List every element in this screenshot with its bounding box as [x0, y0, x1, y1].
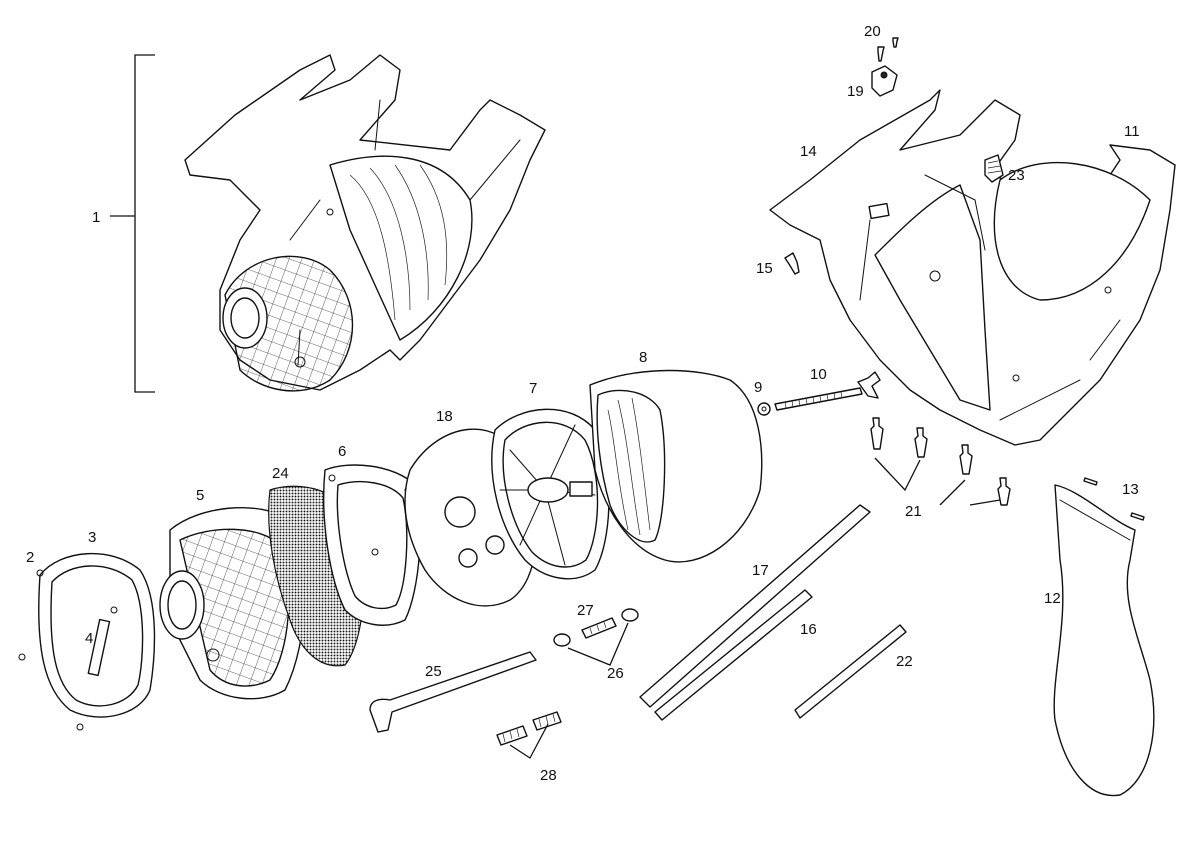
callout-13: 13 — [1122, 481, 1139, 498]
assembly-1-airbox-complete — [110, 54, 546, 393]
callout-1: 1 — [92, 209, 100, 226]
strip-4 — [87, 618, 111, 677]
rubber-sleeves-28 — [496, 711, 562, 759]
callout-22: 22 — [896, 653, 913, 670]
hose-connector-27 — [581, 617, 617, 639]
callout-24: 24 — [272, 465, 289, 482]
callout-14: 14 — [800, 143, 817, 160]
callout-8: 8 — [639, 349, 647, 366]
callout-9: 9 — [754, 379, 762, 396]
filter-frame-6 — [323, 464, 421, 626]
mudguard-flap-12 — [1053, 477, 1155, 797]
screw-15 — [784, 252, 800, 275]
callout-16: 16 — [800, 621, 817, 638]
hose-clamps-26 — [553, 608, 639, 666]
callout-28: 28 — [540, 767, 557, 784]
screws-21 — [870, 417, 1011, 506]
callout-7: 7 — [529, 380, 537, 397]
callout-21: 21 — [905, 503, 922, 520]
support-frame-7 — [491, 408, 610, 580]
callout-26: 26 — [607, 665, 624, 682]
strip-17 — [639, 504, 871, 708]
airbox-housing-11 — [769, 89, 1176, 446]
washer-9 — [757, 402, 771, 416]
callout-18: 18 — [436, 408, 453, 425]
callout-10: 10 — [810, 366, 827, 383]
callout-5: 5 — [196, 487, 204, 504]
small-hardware-top-right — [871, 37, 1004, 183]
callout-6: 6 — [338, 443, 346, 460]
air-filter-element-8 — [589, 369, 763, 563]
wing-bolt-10 — [774, 371, 881, 411]
callout-23: 23 — [1008, 167, 1025, 184]
callout-3: 3 — [88, 529, 96, 546]
callout-11: 11 — [1124, 123, 1140, 140]
callout-2: 2 — [26, 549, 34, 566]
strip-16 — [654, 589, 813, 721]
callout-4: 4 — [85, 630, 93, 647]
callout-12: 12 — [1044, 590, 1061, 607]
callout-15: 15 — [756, 260, 773, 277]
callout-20: 20 — [864, 23, 881, 40]
callout-19: 19 — [847, 83, 864, 100]
strip-22 — [794, 624, 907, 719]
callout-25: 25 — [425, 663, 442, 680]
callout-17: 17 — [752, 562, 769, 579]
hose-25 — [369, 651, 537, 733]
callout-27: 27 — [577, 602, 594, 619]
bracket-1 — [110, 54, 155, 393]
